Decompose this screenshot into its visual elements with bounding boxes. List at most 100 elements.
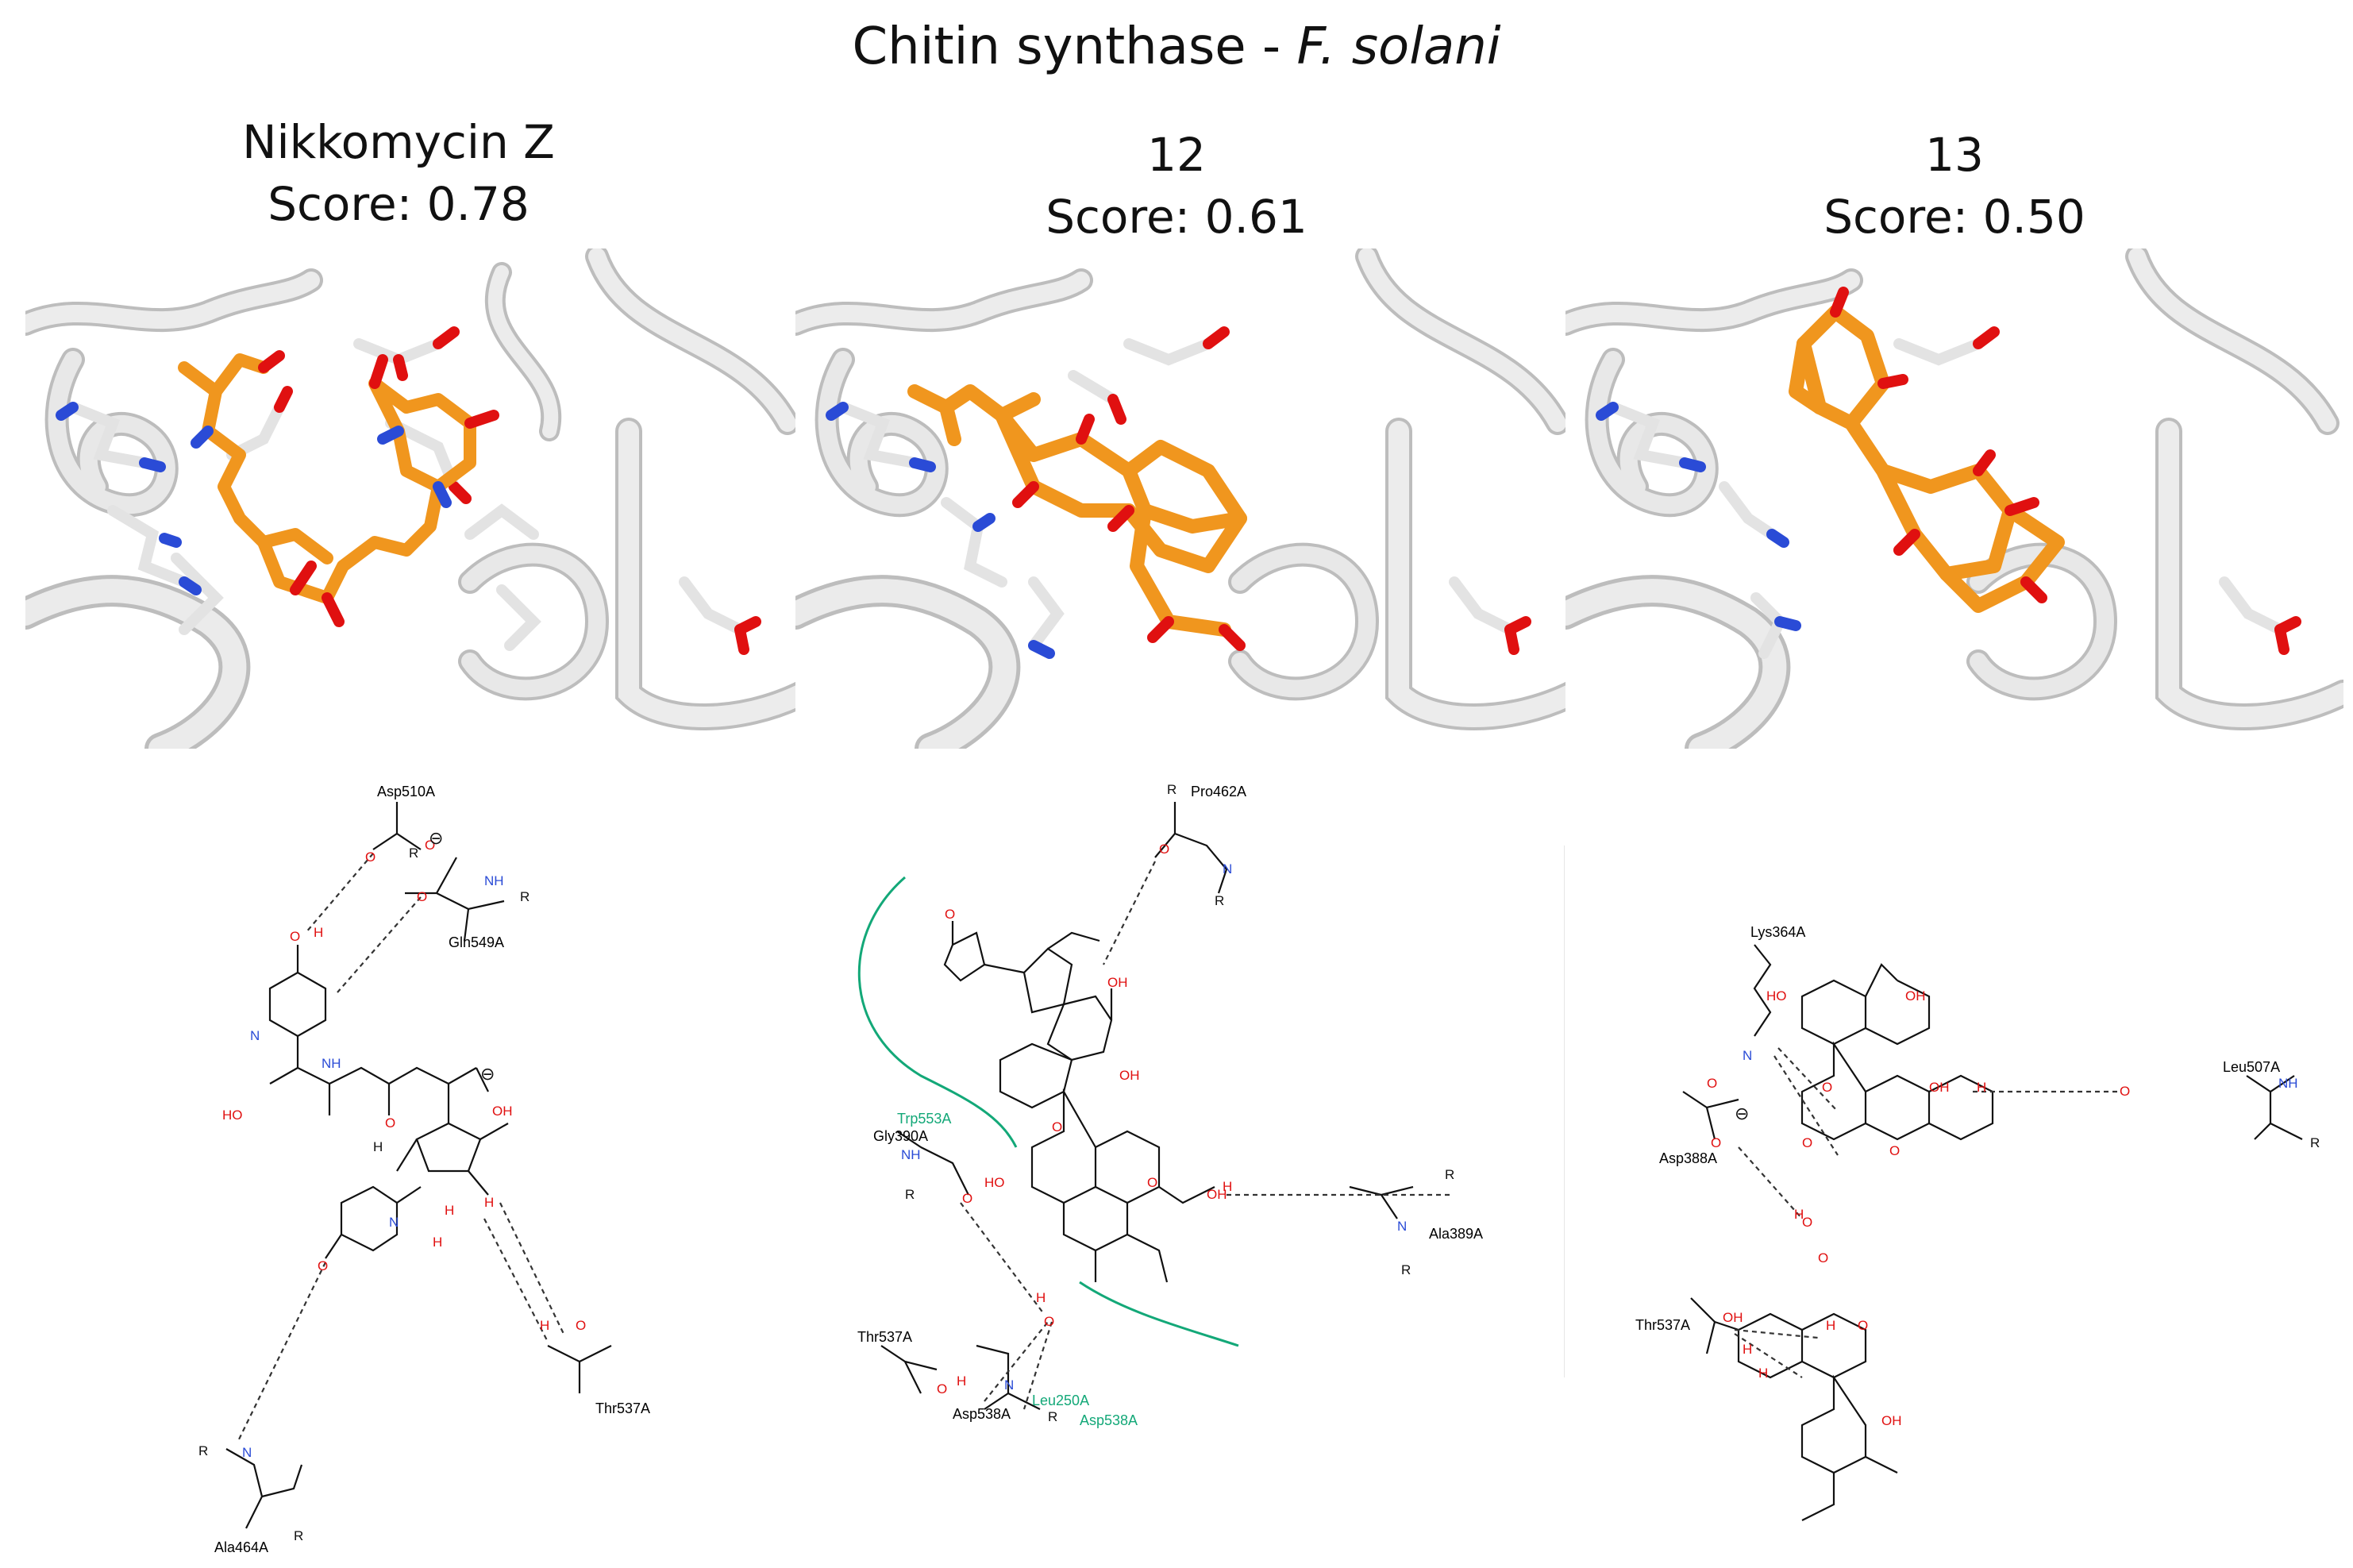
title-prefix: Chitin synthase - [852,17,1297,76]
r-group: R [2310,1135,2320,1150]
oxygen-atoms [274,326,761,655]
docking-score: Score: 0.50 [1823,190,2085,244]
atom-o: O [417,889,427,904]
hydrophobic-residue-label: Leu250A [1032,1393,1089,1408]
residue-label: Pro462A [1191,784,1246,799]
atom-o: H [433,1235,442,1250]
atom-o: O [425,838,435,853]
atom-o: O [290,929,300,944]
ligand-skeleton [880,802,1414,1410]
atom-h: H [1223,1179,1232,1194]
residue-labels: Pro462A Gly390A Thr537A Asp538A Ala389A [857,784,1483,1422]
atom-o: O [385,1115,395,1131]
ligand-name: 13 [1925,128,1984,182]
r-group: R [1048,1409,1057,1424]
atom-h: H [540,1318,549,1333]
nitrogen-labels: N NH N N [901,861,1407,1393]
docking-render-1 [25,248,803,749]
r-group: R [905,1187,915,1202]
atom-o: O [1818,1250,1828,1266]
interaction-diagram-2: Pro462A Gly390A Thr537A Asp538A Ala389A … [794,774,1572,1568]
residue-label: Gln549A [449,934,504,950]
ligand-name: 12 [1147,128,1206,182]
atom-n: N [1397,1219,1407,1234]
oxygen-labels: O O O O O O O H H H OH HO H H [222,838,586,1333]
ligand-nikkomycin-z [178,353,476,604]
ligand-skeleton [225,802,612,1529]
hydrophobic-residue-label: Trp553A [897,1111,951,1127]
hydrophobic-arc [1079,1281,1239,1347]
atom-ho: HO [1766,988,1787,1004]
ligand-skeleton [1682,944,2303,1521]
r-group: R [1167,782,1176,797]
charge-symbol: ⊖ [1735,1104,1749,1123]
atom-o: O [1822,1080,1832,1095]
nitrogen-atoms [56,402,202,595]
residue-label: Lys364A [1750,924,1805,940]
atom-o: O [2120,1084,2130,1099]
residue-label: Thr537A [857,1329,912,1345]
nitrogen-atoms [1596,402,1801,631]
ligand-name: Nikkomycin Z [242,115,555,169]
residue-label: Ala389A [1429,1226,1483,1242]
atom-oh: OH [1905,988,1926,1004]
interaction-diagram-1: Asp510A Gln549A Thr537A Ala464A O O O O … [24,774,802,1568]
atom-o: O [937,1381,947,1397]
atom-o: O [1159,842,1169,857]
atom-o: O [1044,1314,1054,1329]
atom-nh: NH [2278,1076,2298,1091]
oxygen-atoms [1107,326,1531,655]
atom-h: H [1977,1080,1986,1095]
atom-o: O [576,1318,586,1333]
atom-h: H [1826,1318,1835,1333]
atom-o: O [1858,1318,1868,1333]
ligand-nitrogens [191,426,452,508]
r-group: R [520,889,530,904]
nitrogen-atoms [826,402,1055,659]
r-group: R [198,1443,208,1458]
atom-n: N [1743,1048,1752,1063]
nitrogen-labels: NH N NH N N [242,873,504,1460]
atom-o: O [1052,1119,1062,1135]
oxygen-labels: HO OH O O OH O O O OH O O H O O OH H H H… [1707,988,2130,1428]
docking-render-2 [795,248,1573,749]
hbond-lines [1734,1047,2120,1378]
hydrophobic-arc [857,876,1018,1148]
residue-labels: Asp510A Gln549A Thr537A Ala464A [214,784,650,1555]
atom-n: N [242,1445,252,1460]
oxygen-labels: O OH HO OH O O O O H H H OH O O [937,842,1232,1397]
panel-heading-2: 12 Score: 0.61 [788,124,1565,248]
r-group: R [1215,893,1224,908]
atom-o: O [1802,1135,1812,1150]
docking-score: Score: 0.61 [1046,190,1307,244]
hbond-lines [237,853,564,1442]
atom-h: H [484,1195,494,1210]
atom-h: H [1758,1366,1768,1381]
atom-oh: OH [492,1104,513,1119]
atom-h: H [1036,1290,1046,1305]
residue-label: Asp388A [1659,1150,1717,1166]
atom-oh: OH [1723,1310,1743,1325]
r-labels: R R R R H ⊖ ⊖ [198,828,530,1543]
title-species: F. solani [1296,17,1501,76]
panel-heading-1: Nikkomycin Z Score: 0.78 [10,111,788,235]
atom-o: O [945,907,955,922]
hbond-lines [960,861,1453,1410]
interaction-diagram-3: Lys364A Leu507A Asp388A Thr537A HO OH O … [1564,774,2342,1568]
atom-n: N [1004,1377,1014,1393]
atom-nh: NH [322,1056,341,1071]
atom-oh: OH [1207,1187,1227,1202]
atom-nh: NH [484,873,504,888]
atom-oh: OH [1881,1413,1902,1428]
protein-cartoon [25,248,803,749]
residue-label: Ala464A [214,1539,268,1555]
atom-ho: HO [984,1175,1005,1190]
r-group: R [1401,1262,1411,1277]
protein-cartoon [1565,248,2343,749]
atom-h: H [445,1203,454,1218]
atom-o: O [1889,1143,1900,1158]
r-labels: R R R R R R [905,782,1454,1424]
protein-cartoon [795,248,1573,749]
atom-oh: OH [1107,975,1128,990]
atom-nh: NH [901,1147,921,1162]
